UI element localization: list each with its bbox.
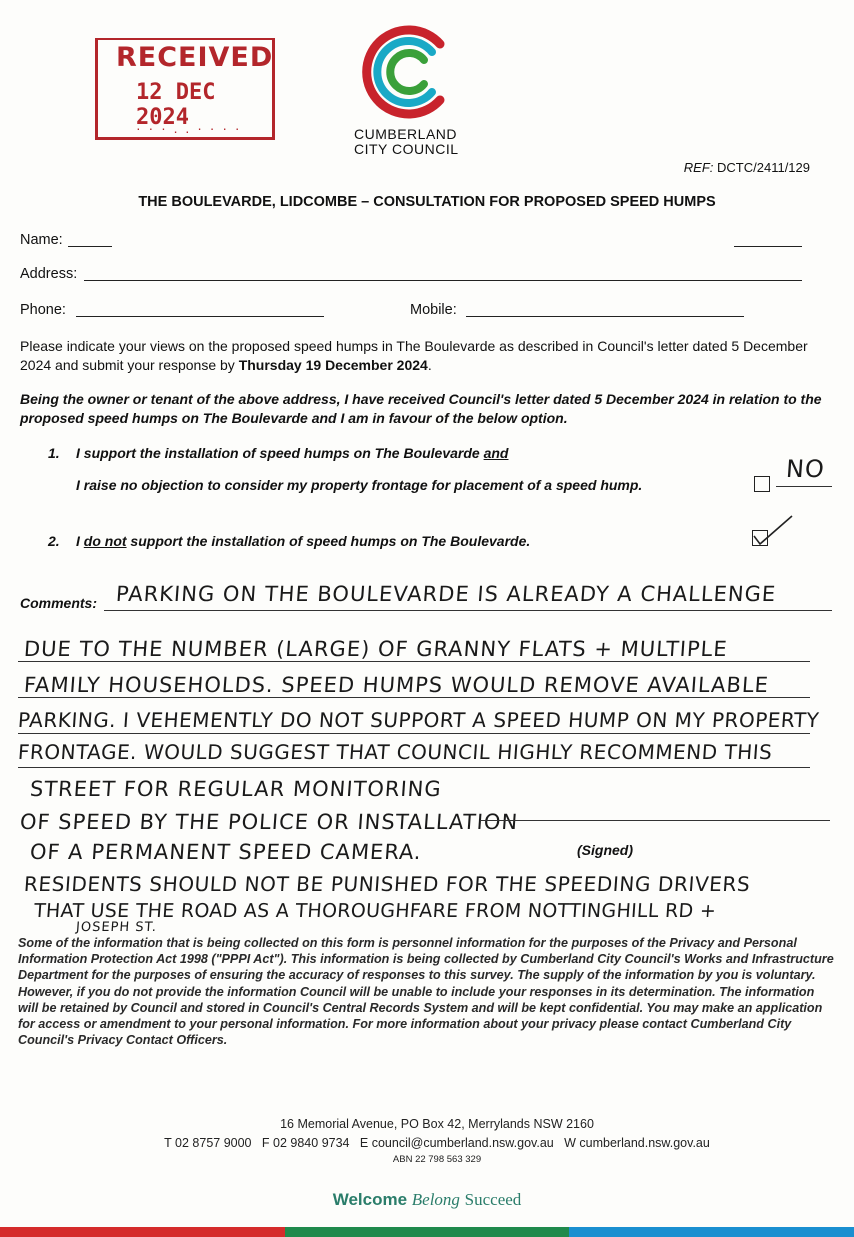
received-stamp: RECEIVED 12 DEC 2024 · · · . . · · · ·: [95, 38, 275, 140]
comment-line-1: PARKING ON THE BOULEVARDE IS ALREADY A C…: [115, 582, 778, 606]
comment-line-3: FAMILY HOUSEHOLDS. SPEED HUMPS WOULD REM…: [23, 673, 770, 697]
option-1-text: I support the installation of speed hump…: [76, 445, 484, 461]
comment-line-2: DUE TO THE NUMBER (LARGE) OF GRANNY FLAT…: [23, 637, 729, 661]
deadline: Thursday 19 December 2024: [238, 357, 428, 373]
comment-rule-1: [104, 610, 832, 611]
declaration: Being the owner or tenant of the above a…: [20, 391, 822, 426]
option-2-text-a: I: [76, 533, 84, 549]
bar-blue-2: [711, 1227, 854, 1237]
mobile-label: Mobile:: [410, 302, 457, 318]
ref-label: REF:: [683, 160, 714, 175]
org-name: CUMBERLAND CITY COUNCIL: [354, 127, 459, 157]
address-label: Address:: [20, 266, 78, 282]
instructions-text: Please indicate your views on the propos…: [20, 338, 808, 373]
option-1-and: and: [483, 445, 509, 461]
comment-rule-5: [18, 767, 810, 768]
tagline-belong: Belong: [411, 1190, 460, 1209]
comment-rule-4: [18, 733, 810, 734]
comment-line-8: OF A PERMANENT SPEED CAMERA.: [29, 840, 423, 864]
comment-rule-7: [480, 820, 830, 821]
bar-red: [0, 1227, 143, 1237]
bar-red-2: [142, 1227, 285, 1237]
option-1-line2: I raise no objection to consider my prop…: [76, 477, 643, 493]
footer-contacts: T 02 8757 9000 F 02 9840 9734 E council@…: [164, 1136, 710, 1150]
stamp-marks: · · · . . · · · ·: [136, 120, 242, 136]
bar-green-2: [426, 1227, 570, 1237]
option-1-checkbox[interactable]: [754, 476, 770, 492]
comment-line-7: OF SPEED BY THE POLICE OR INSTALLATION: [19, 810, 519, 834]
option-2-number: 2.: [48, 533, 60, 549]
comments-label: Comments:: [20, 595, 98, 611]
privacy-notice: Some of the information that is being co…: [18, 936, 834, 1048]
mobile-field[interactable]: [466, 300, 744, 317]
form-title: THE BOULEVARDE, LIDCOMBE – CONSULTATION …: [138, 194, 716, 210]
comment-rule-3: [18, 697, 810, 698]
option-2-do-not: do not: [83, 533, 127, 549]
name-field[interactable]: [68, 230, 112, 247]
checkmark-icon: [753, 515, 793, 546]
instructions-end: .: [427, 357, 432, 373]
comment-line-11: JOSEPH ST.: [75, 920, 158, 935]
name-field-end[interactable]: [734, 230, 802, 247]
option-2-text: I do not support the installation of spe…: [76, 533, 530, 549]
comment-line-4: PARKING. I VEHEMENTLY DO NOT SUPPORT A S…: [17, 708, 821, 732]
tagline: Welcome Belong Succeed: [0, 1190, 854, 1210]
tagline-succeed: Succeed: [464, 1190, 522, 1209]
option-1-number: 1.: [48, 445, 60, 461]
address-field[interactable]: [84, 264, 802, 281]
instructions: Please indicate your views on the propos…: [20, 337, 834, 375]
comment-rule-2: [18, 661, 810, 662]
stamp-title: RECEIVED: [116, 42, 274, 73]
council-logo-icon: [362, 25, 445, 119]
comment-line-5: FRONTAGE. WOULD SUGGEST THAT COUNCIL HIG…: [17, 740, 774, 764]
org-name-line1: CUMBERLAND: [354, 126, 458, 142]
comment-line-6: STREET FOR REGULAR MONITORING: [29, 777, 443, 801]
comment-line-9: RESIDENTS SHOULD NOT BE PUNISHED FOR THE…: [23, 872, 752, 896]
comment-line-10: THAT USE THE ROAD AS A THOROUGHFARE FROM…: [33, 900, 717, 922]
option-1-handwritten-note: NO: [785, 455, 826, 483]
option-1-line1: I support the installation of speed hump…: [76, 445, 508, 461]
reference-number: REF: DCTC/2411/129: [684, 160, 810, 175]
option-2-text-c: support the installation of speed humps …: [126, 533, 531, 549]
bar-green: [284, 1227, 427, 1237]
stamp-date: 12 DEC 2024: [136, 80, 216, 130]
ref-value: DCTC/2411/129: [717, 160, 810, 175]
org-name-line2: CITY COUNCIL: [354, 141, 459, 157]
footer-address: 16 Memorial Avenue, PO Box 42, Merryland…: [280, 1117, 594, 1131]
option-1-note-line: [776, 486, 832, 487]
footer-abn: ABN 22 798 563 329: [392, 1154, 482, 1165]
tagline-welcome: Welcome: [332, 1190, 408, 1209]
bar-blue: [569, 1227, 712, 1237]
phone-field[interactable]: [76, 300, 324, 317]
phone-label: Phone:: [20, 302, 66, 318]
name-label: Name:: [20, 232, 63, 248]
signed-label: (Signed): [577, 842, 633, 858]
footer-color-bar: [0, 1227, 854, 1237]
